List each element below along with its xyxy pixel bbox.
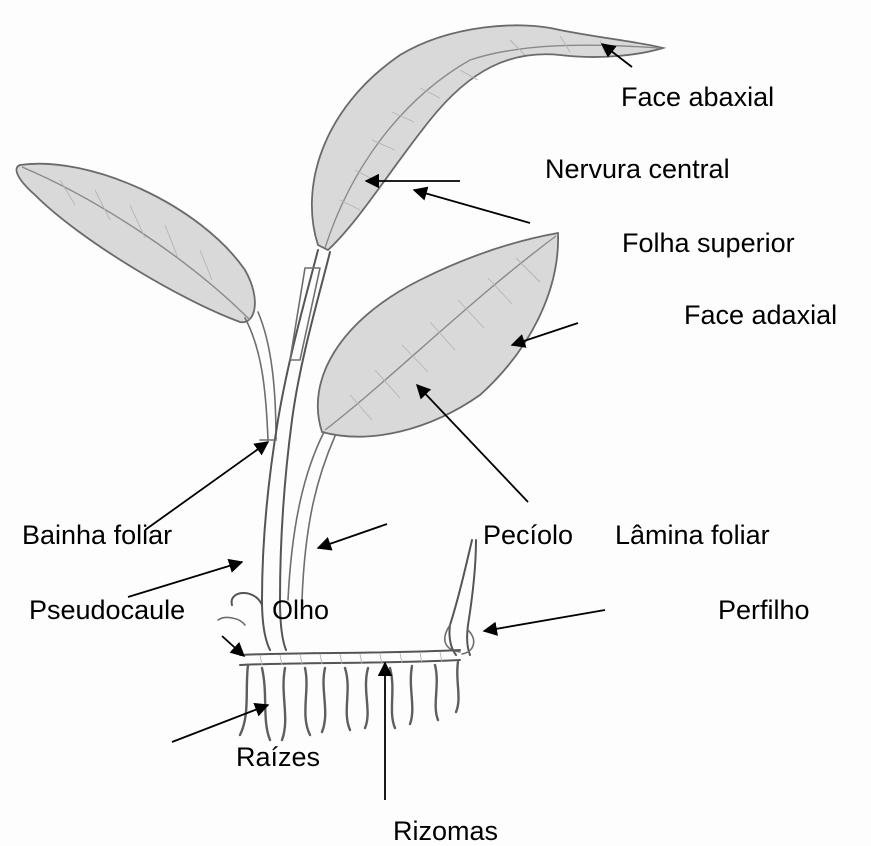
- top-leaf: [312, 25, 663, 250]
- label-raizes: Raízes: [236, 744, 320, 771]
- label-face-adaxial: Face adaxial: [684, 302, 837, 329]
- left-leaf: [16, 164, 254, 323]
- label-lamina-foliar: Lâmina foliar: [615, 522, 770, 549]
- eye-bud: [218, 593, 262, 625]
- arrow-bainha-foliar: [145, 442, 268, 530]
- arrow-perfilho: [484, 610, 605, 631]
- label-bainha-foliar: Bainha foliar: [22, 522, 172, 549]
- rhizome: [240, 650, 460, 665]
- label-olho: Olho: [272, 597, 329, 624]
- main-stem: [260, 250, 330, 650]
- label-perfilho: Perfilho: [718, 597, 810, 624]
- left-stem: [245, 312, 276, 440]
- label-pseudocaule: Pseudocaule: [29, 597, 185, 624]
- arrow-peciolo: [318, 524, 387, 548]
- label-rizomas: Rizomas: [393, 818, 498, 845]
- label-nervura-central: Nervura central: [545, 156, 730, 183]
- roots: [240, 662, 459, 740]
- arrow-lamina-foliar: [417, 385, 528, 502]
- arrow-olho: [222, 636, 244, 656]
- arrow-pseudocaule: [128, 562, 242, 597]
- label-folha-superior: Folha superior: [622, 230, 795, 257]
- arrow-raizes: [172, 705, 268, 742]
- label-face-abaxial: Face abaxial: [621, 84, 774, 111]
- tiller: [445, 540, 476, 655]
- arrow-folha-superior: [414, 190, 530, 223]
- label-peciolo: Pecíolo: [483, 522, 573, 549]
